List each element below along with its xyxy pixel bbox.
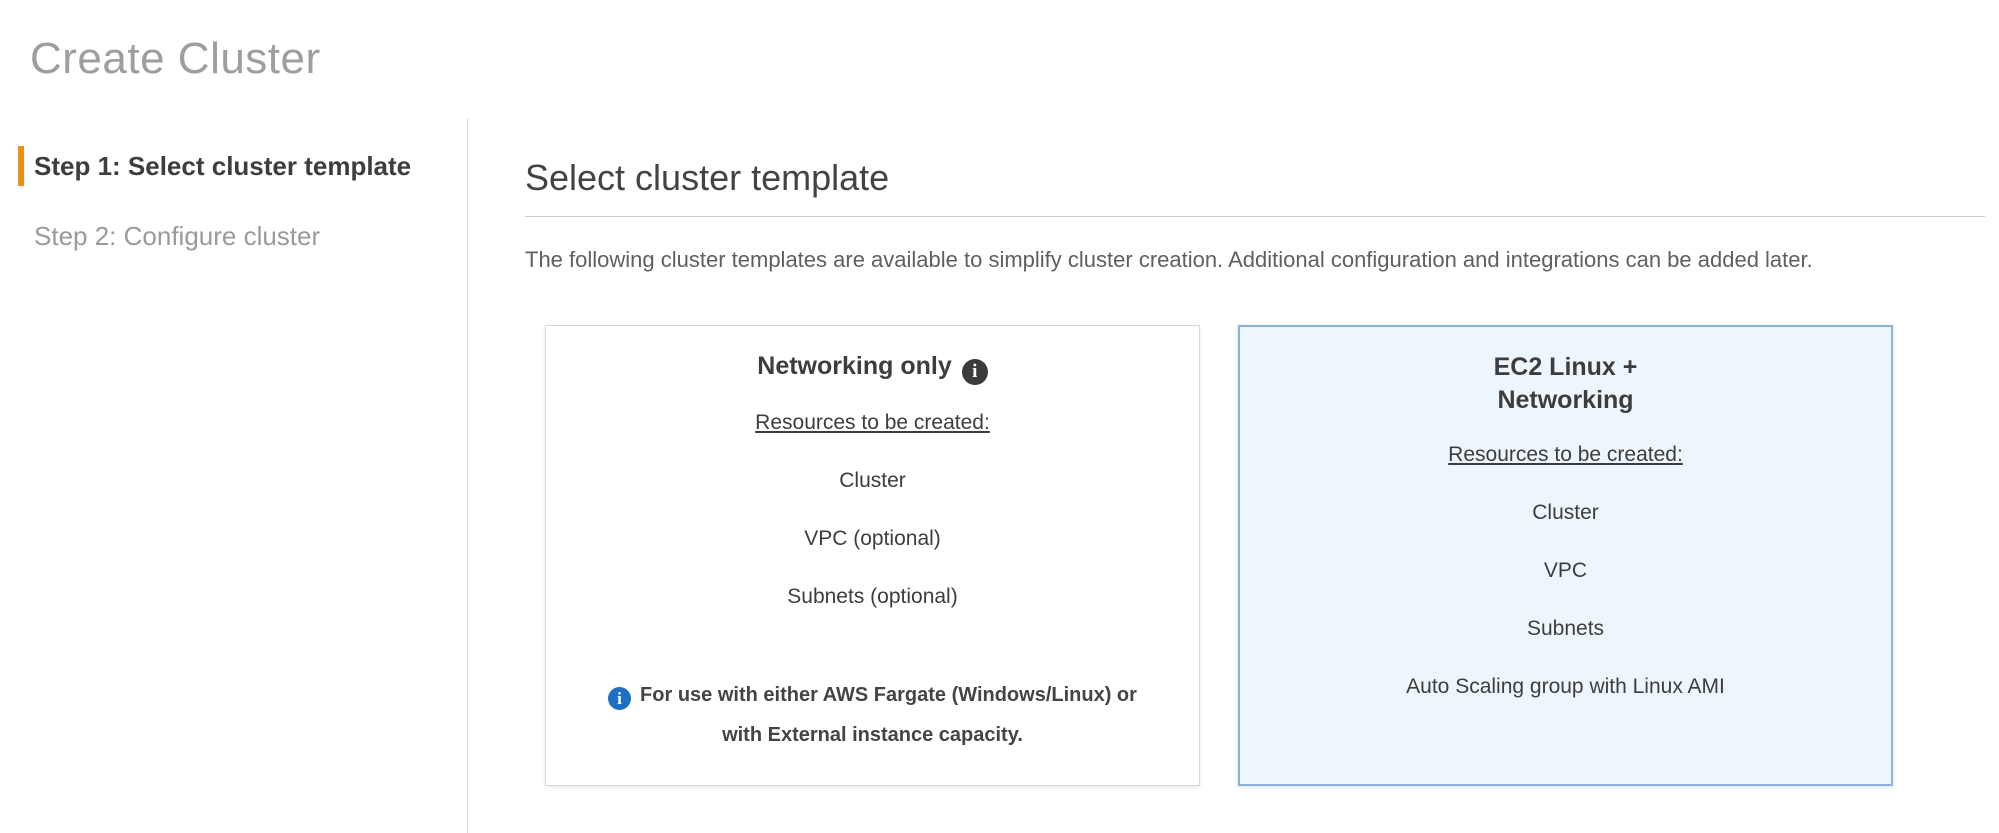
card-note-text: For use with either AWS Fargate (Windows…	[640, 684, 1137, 746]
step-sidebar: Step 1: Select cluster template Step 2: …	[0, 118, 468, 833]
section-heading: Select cluster template	[525, 157, 890, 198]
info-icon[interactable]	[961, 359, 988, 385]
resource-item: VPC	[1543, 559, 1588, 582]
info-icon	[608, 687, 632, 710]
card-note: For use with either AWS Fargate (Windows…	[576, 675, 1169, 759]
resource-item: Subnets	[1526, 617, 1605, 640]
main-panel: Select cluster template The following cl…	[468, 118, 1999, 833]
heading-divider	[525, 216, 1985, 217]
resource-item: Auto Scaling group with Linux AMI	[1406, 675, 1725, 698]
resource-item: Subnets (optional)	[787, 585, 958, 608]
resource-item: VPC (optional)	[804, 527, 941, 550]
card-title-text: EC2 Linux + Networking	[1493, 353, 1638, 414]
card-note-text-wrap: For use with either AWS Fargate (Windows…	[600, 675, 1145, 755]
resources-label: Resources to be created:	[755, 411, 990, 434]
template-card-networking-only[interactable]: Networking only Resources to be created:…	[545, 325, 1200, 786]
card-title: EC2 Linux + Networking	[1270, 351, 1861, 417]
resources-label: Resources to be created:	[1448, 443, 1683, 466]
template-cards: Networking only Resources to be created:…	[545, 325, 1985, 786]
card-title-text: Networking only	[757, 352, 952, 380]
template-card-ec2-linux-networking[interactable]: EC2 Linux + Networking Resources to be c…	[1238, 325, 1893, 786]
sidebar-item-step-1[interactable]: Step 1: Select cluster template	[18, 146, 467, 186]
sidebar-item-step-2[interactable]: Step 2: Configure cluster	[34, 221, 321, 251]
content-row: Step 1: Select cluster template Step 2: …	[0, 118, 1999, 833]
page-title: Create Cluster	[30, 34, 321, 83]
card-title: Networking only	[576, 350, 1169, 385]
section-description: The following cluster templates are avai…	[525, 247, 1813, 272]
resource-item: Cluster	[1532, 501, 1599, 524]
resource-item: Cluster	[839, 469, 906, 492]
